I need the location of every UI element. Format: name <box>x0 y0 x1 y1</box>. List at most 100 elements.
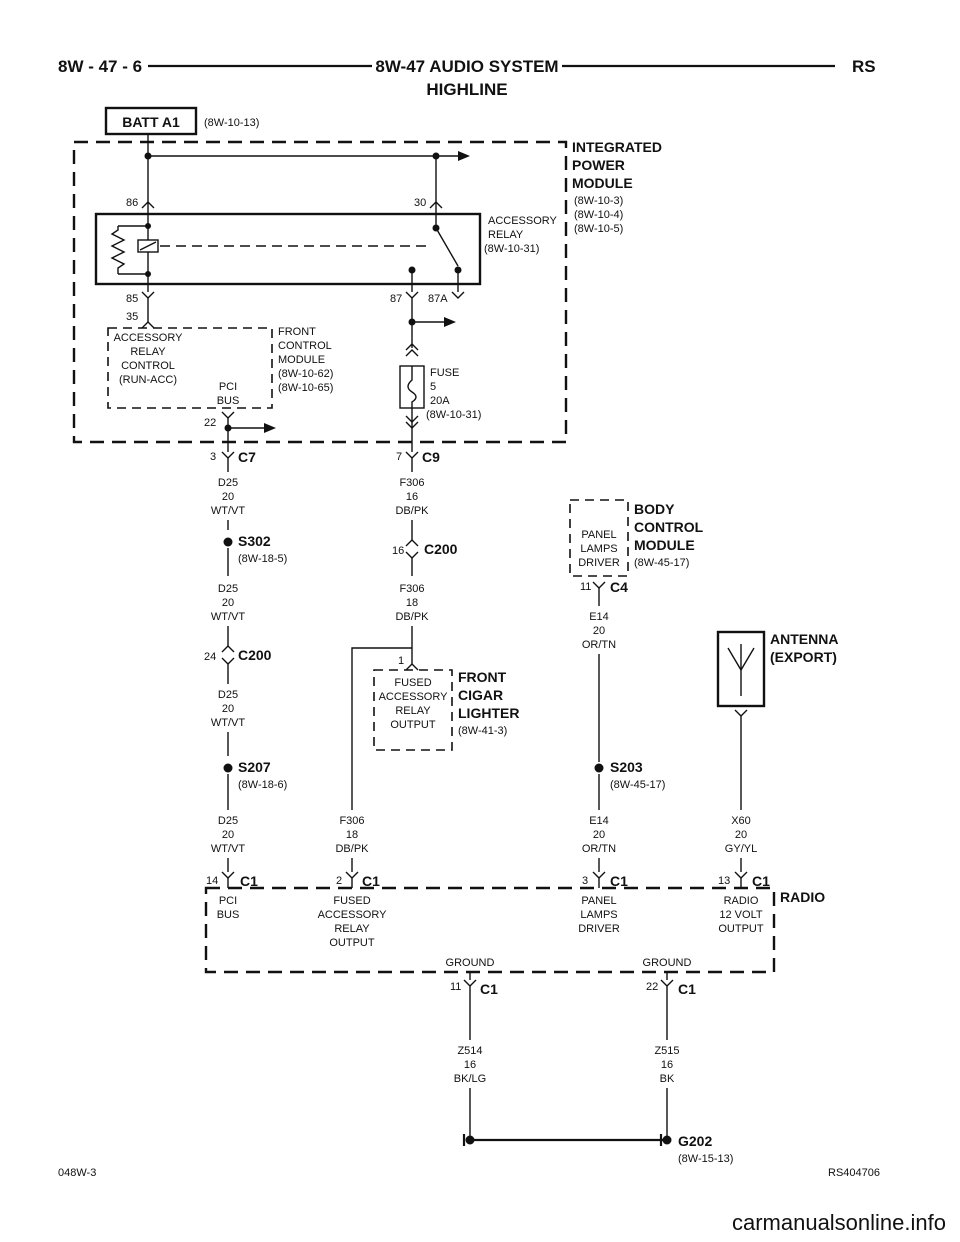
fuse-element <box>407 366 417 408</box>
relay-name-2: RELAY <box>488 229 524 241</box>
bcm-ref: (8W-45-17) <box>634 557 689 569</box>
radio-ground-22-connector <box>660 979 674 987</box>
e14-b-2: 20 <box>593 829 605 841</box>
bcm-name-1: BODY <box>634 501 675 517</box>
radio-pin-2-func-1: FUSED <box>333 895 370 907</box>
f306-b-1: F306 <box>399 583 424 595</box>
radio-name: RADIO <box>780 889 825 905</box>
c200-left-connector-b <box>221 657 235 665</box>
lighter-pin: 1 <box>398 655 404 667</box>
radio-pin-13-connector <box>734 871 748 879</box>
c200-mid-connector-b <box>405 551 419 559</box>
footer: 048W-3 RS404706 carmanualsonline.info <box>58 1167 946 1235</box>
lighter-name-3: LIGHTER <box>458 705 519 721</box>
c7-name: C7 <box>238 449 256 465</box>
radio-pin-13-conn: C1 <box>752 873 770 889</box>
footer-doc-id: RS404706 <box>828 1167 880 1179</box>
bcm-conn: C4 <box>610 579 628 595</box>
radio-pin-3-func-1: PANEL <box>581 895 616 907</box>
relay-pin-86-connector <box>141 201 155 209</box>
radio-pin-3-func-3: DRIVER <box>578 923 620 935</box>
fcm-pin-22-connector <box>221 411 235 419</box>
f306-b-3: DB/PK <box>395 611 429 623</box>
relay-pin-30-connector <box>429 201 443 209</box>
e14-b-1: E14 <box>589 815 609 827</box>
fcm-name-2: CONTROL <box>278 340 332 352</box>
d25-c-2: 20 <box>222 703 234 715</box>
antenna-name-1: ANTENNA <box>770 631 838 647</box>
z515-1: Z515 <box>654 1045 679 1057</box>
header: 8W - 47 - 6 8W-47 AUDIO SYSTEM RS HIGHLI… <box>58 57 876 99</box>
lighter-func-1: FUSED <box>394 677 431 689</box>
c200-left-pin: 24 <box>204 651 216 663</box>
footer-figure-id: 048W-3 <box>58 1167 96 1179</box>
radio: RADIO 14 C1 PCI BUS 2 C1 FUSED ACCESSORY… <box>204 871 825 997</box>
lighter-name-2: CIGAR <box>458 687 503 703</box>
d25-c-1: D25 <box>218 689 238 701</box>
radio-pin-2: 2 <box>336 875 342 887</box>
c200-left-connector-a <box>221 645 235 653</box>
c9-connector <box>405 451 419 459</box>
fcm-ref-1: (8W-10-62) <box>278 368 333 380</box>
c9-pin: 7 <box>396 451 402 463</box>
d25-b-2: 20 <box>222 597 234 609</box>
c9-name: C9 <box>422 449 440 465</box>
g202-splice-right <box>662 1135 672 1145</box>
fuse-label-1: FUSE <box>430 367 459 379</box>
fcm-pin-35-connector <box>141 321 155 329</box>
accessory-relay: ACCESSORY RELAY (8W-10-31) 85 87 87A <box>94 208 558 305</box>
radio-ground-22-label: GROUND <box>643 957 692 969</box>
antenna-arm-right <box>740 647 755 671</box>
relay-pin-85-connector <box>141 291 155 299</box>
bcm-c4-connector <box>592 581 606 589</box>
radio-boundary <box>204 886 776 974</box>
front-cigar-lighter: 1 FUSED ACCESSORY RELAY OUTPUT FRONT CIG… <box>373 648 519 751</box>
radio-pin-2-conn: C1 <box>362 873 380 889</box>
ipm-ref-3: (8W-10-5) <box>574 223 623 235</box>
d25-b-1: D25 <box>218 583 238 595</box>
fcm-bus-1: PCI <box>219 381 237 393</box>
bcm-func-3: DRIVER <box>578 557 620 569</box>
ipm-ref-2: (8W-10-4) <box>574 209 623 221</box>
relay-87-arrow <box>444 317 456 327</box>
ipm-name-3: MODULE <box>572 175 633 191</box>
batt-a1-box <box>104 106 198 136</box>
lighter-func-3: RELAY <box>395 705 431 717</box>
coil-slash <box>139 241 157 251</box>
radio-pin-3-func-2: LAMPS <box>580 909 617 921</box>
f306-wire-5 <box>351 647 412 810</box>
integrated-power-module: INTEGRATED POWER MODULE (8W-10-3) (8W-10… <box>72 139 662 444</box>
g202-name: G202 <box>678 1133 712 1149</box>
fuse-5: FUSE 5 20A (8W-10-31) <box>399 298 481 452</box>
circuit-f306: F306 16 DB/PK 16 C200 F306 18 DB/PK F306… <box>335 458 458 872</box>
x60-1: X60 <box>731 815 751 827</box>
header-title: 8W-47 AUDIO SYSTEM <box>375 57 558 76</box>
f306-a-2: 16 <box>406 491 418 503</box>
lighter-name-1: FRONT <box>458 669 507 685</box>
antenna-box <box>716 630 766 708</box>
s207-name: S207 <box>238 759 271 775</box>
x60-3: GY/YL <box>725 843 757 855</box>
c200-mid-pin: 16 <box>392 545 404 557</box>
radio-pin-2-func-2: ACCESSORY <box>318 909 388 921</box>
radio-pin-3-conn: C1 <box>610 873 628 889</box>
fuse-label-2: 5 <box>430 381 436 393</box>
header-page-number: 8W - 47 - 6 <box>58 57 142 76</box>
s302-dot <box>223 537 233 547</box>
d25-c-3: WT/VT <box>211 717 245 729</box>
c200-left-name: C200 <box>238 647 272 663</box>
e14-a-3: OR/TN <box>582 639 616 651</box>
ipm-name-2: POWER <box>572 157 625 173</box>
relay-pin-87a-connector <box>451 291 465 299</box>
s203-ref: (8W-45-17) <box>610 779 665 791</box>
fcm-bus-2: BUS <box>217 395 240 407</box>
c7-pin: 3 <box>210 451 216 463</box>
e14-b-3: OR/TN <box>582 843 616 855</box>
c200-mid-name: C200 <box>424 541 458 557</box>
ipm-name-1: INTEGRATED <box>572 139 662 155</box>
d25-a-3: WT/VT <box>211 505 245 517</box>
radio-pin-3-connector <box>592 871 606 879</box>
fcm-func-4: (RUN-ACC) <box>119 374 177 386</box>
bcm-boundary <box>569 499 629 577</box>
